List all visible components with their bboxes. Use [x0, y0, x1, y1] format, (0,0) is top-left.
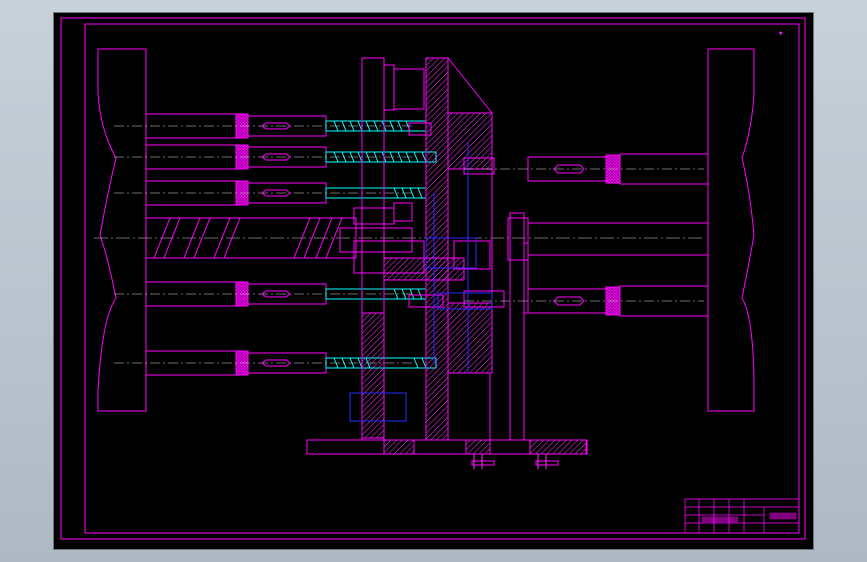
gear-mechanism — [339, 122, 505, 308]
lead-screw — [94, 217, 704, 259]
base-plate — [306, 439, 588, 469]
sheet-inner-border — [84, 23, 800, 534]
right-cylinder-assembly — [464, 153, 709, 317]
left-stand — [97, 48, 147, 412]
cad-drawing-canvas[interactable]: ★ — [54, 13, 813, 549]
corner-mark: ★ — [778, 30, 783, 37]
left-cylinder-assembly — [114, 113, 414, 376]
sheet-outer-border — [60, 17, 806, 540]
right-stand — [707, 48, 755, 412]
dimension-lines — [349, 143, 493, 422]
central-frame — [361, 56, 529, 441]
title-block — [684, 498, 800, 534]
mechanical-assembly-drawing: ★ — [60, 17, 806, 540]
